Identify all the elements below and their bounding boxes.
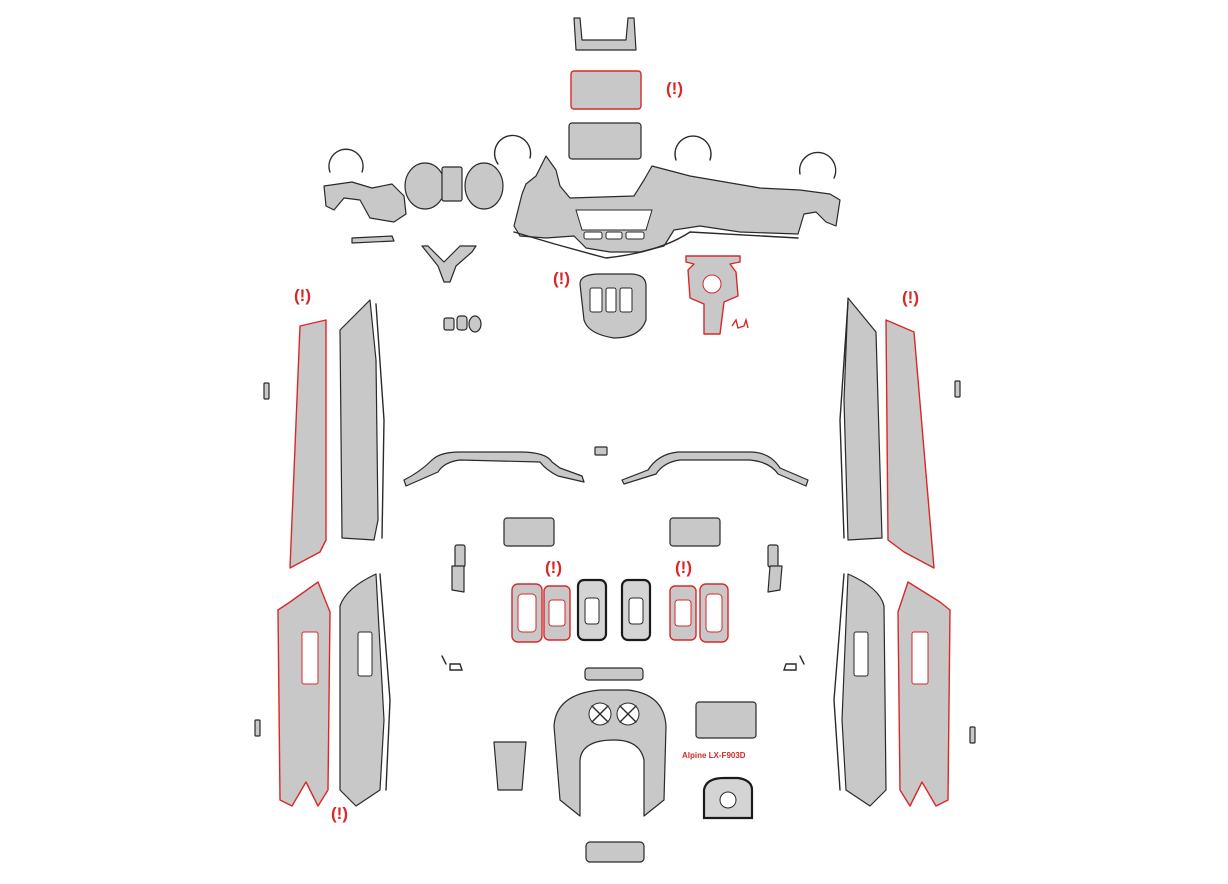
- right-window-switch-frame-inner: [628, 597, 644, 625]
- center-vent-right: [619, 287, 633, 313]
- right-door-lower-trim-cutout: [853, 631, 869, 677]
- right-armrest-trim-strip: [621, 451, 809, 487]
- right-door-upper-trim: [843, 297, 883, 541]
- console-front-strip: [584, 667, 644, 681]
- right-door-upper-clip: [954, 380, 961, 398]
- center-vent-left: [589, 287, 603, 313]
- left-switch-top-cover: [503, 517, 555, 547]
- left-door-upper-panel-film: [289, 319, 327, 569]
- left-mirror-switch-mark: [441, 655, 463, 671]
- right-window-switch-button: [674, 599, 692, 627]
- left-door-lower-trim: [339, 573, 385, 807]
- console-bottom-strip: [585, 841, 645, 863]
- left-door-upper-clip: [263, 382, 270, 400]
- steering-wheel-v-trim: [421, 245, 477, 283]
- vent-ring-left-inner: [493, 134, 532, 165]
- left-armrest-trim-strip: [403, 451, 585, 487]
- instrument-screen-film: [568, 122, 642, 160]
- right-door-lower-handle-cutout: [911, 631, 929, 685]
- left-window-switch-frame-inner: [584, 597, 600, 625]
- navigation-screen-film: [570, 70, 642, 110]
- right-dial-cover: [464, 162, 504, 210]
- warning-icon: (!): [294, 286, 311, 305]
- warning-icon: (!): [902, 288, 919, 307]
- warning-icon: (!): [553, 269, 570, 288]
- left-door-lower-trim-cutout: [357, 631, 373, 677]
- left-door-lower-clip: [254, 719, 261, 737]
- dashboard-center-vent-cutout: [575, 209, 653, 231]
- right-window-switch-film-inner: [705, 593, 723, 633]
- warning-icon: (!): [675, 558, 692, 577]
- dashboard-vent-slot-left: [583, 231, 603, 240]
- left-handle-trim: [454, 544, 466, 568]
- warning-icon: (!): [331, 804, 348, 823]
- warning-icon: (!): [545, 558, 562, 577]
- left-door-upper-trim: [339, 299, 379, 541]
- right-door-upper-edge-strip: [839, 301, 849, 539]
- vent-ring-right-inner: [674, 135, 712, 161]
- left-door-upper-edge-strip: [375, 303, 385, 539]
- left-window-switch-film-inner: [517, 593, 537, 633]
- left-window-switch-button: [548, 599, 566, 627]
- small-display-cover: [441, 166, 463, 202]
- right-door-upper-panel-film: [885, 319, 935, 569]
- vent-ring-left-outer: [328, 148, 364, 173]
- warning-icon: (!): [666, 79, 683, 98]
- center-vent-mid: [605, 287, 617, 313]
- gear-selector-panel: [685, 255, 741, 335]
- switch-button-2: [456, 315, 468, 331]
- right-door-lower-trim: [841, 573, 887, 807]
- cupholder-left-cross: [591, 705, 609, 723]
- left-dash-strip: [351, 235, 395, 244]
- rear-vent-control-knob: [719, 791, 737, 809]
- left-dial-cover: [404, 162, 446, 210]
- right-mirror-switch-mark: [783, 655, 805, 671]
- switch-button-1: [443, 317, 455, 331]
- right-switch-top-cover: [669, 517, 721, 547]
- right-handle-trim: [767, 544, 779, 568]
- center-console-cupholder-panel: [553, 689, 667, 817]
- top-screen-frame: [573, 17, 637, 51]
- console-side-trim: [493, 741, 527, 791]
- right-door-lower-edge-strip: [833, 573, 845, 791]
- right-door-lower-panel-film: [897, 581, 951, 807]
- left-side-small-trim: [451, 565, 465, 593]
- cupholder-right-cross: [619, 705, 637, 723]
- dashboard-vent-slot-right: [625, 231, 645, 240]
- switch-button-3: [468, 315, 482, 333]
- left-door-lower-edge-strip: [379, 573, 391, 791]
- rear-screen-film: [695, 701, 757, 739]
- left-dash-side-trim: [323, 181, 407, 223]
- center-small-clip: [594, 446, 608, 456]
- dashboard-vent-slot-mid: [605, 231, 623, 240]
- right-side-small-trim: [767, 565, 783, 593]
- right-door-lower-clip: [969, 726, 976, 744]
- gear-selector-knob-cutout: [702, 274, 722, 294]
- left-door-lower-panel-film: [277, 581, 331, 807]
- vent-ring-right-outer: [798, 151, 837, 179]
- left-door-lower-handle-cutout: [301, 631, 319, 685]
- device-model-label: Alpine LX-F903D: [682, 751, 746, 760]
- gear-selector-small-trim: [731, 317, 749, 329]
- dashboard-lower-trim-strip: [513, 231, 799, 259]
